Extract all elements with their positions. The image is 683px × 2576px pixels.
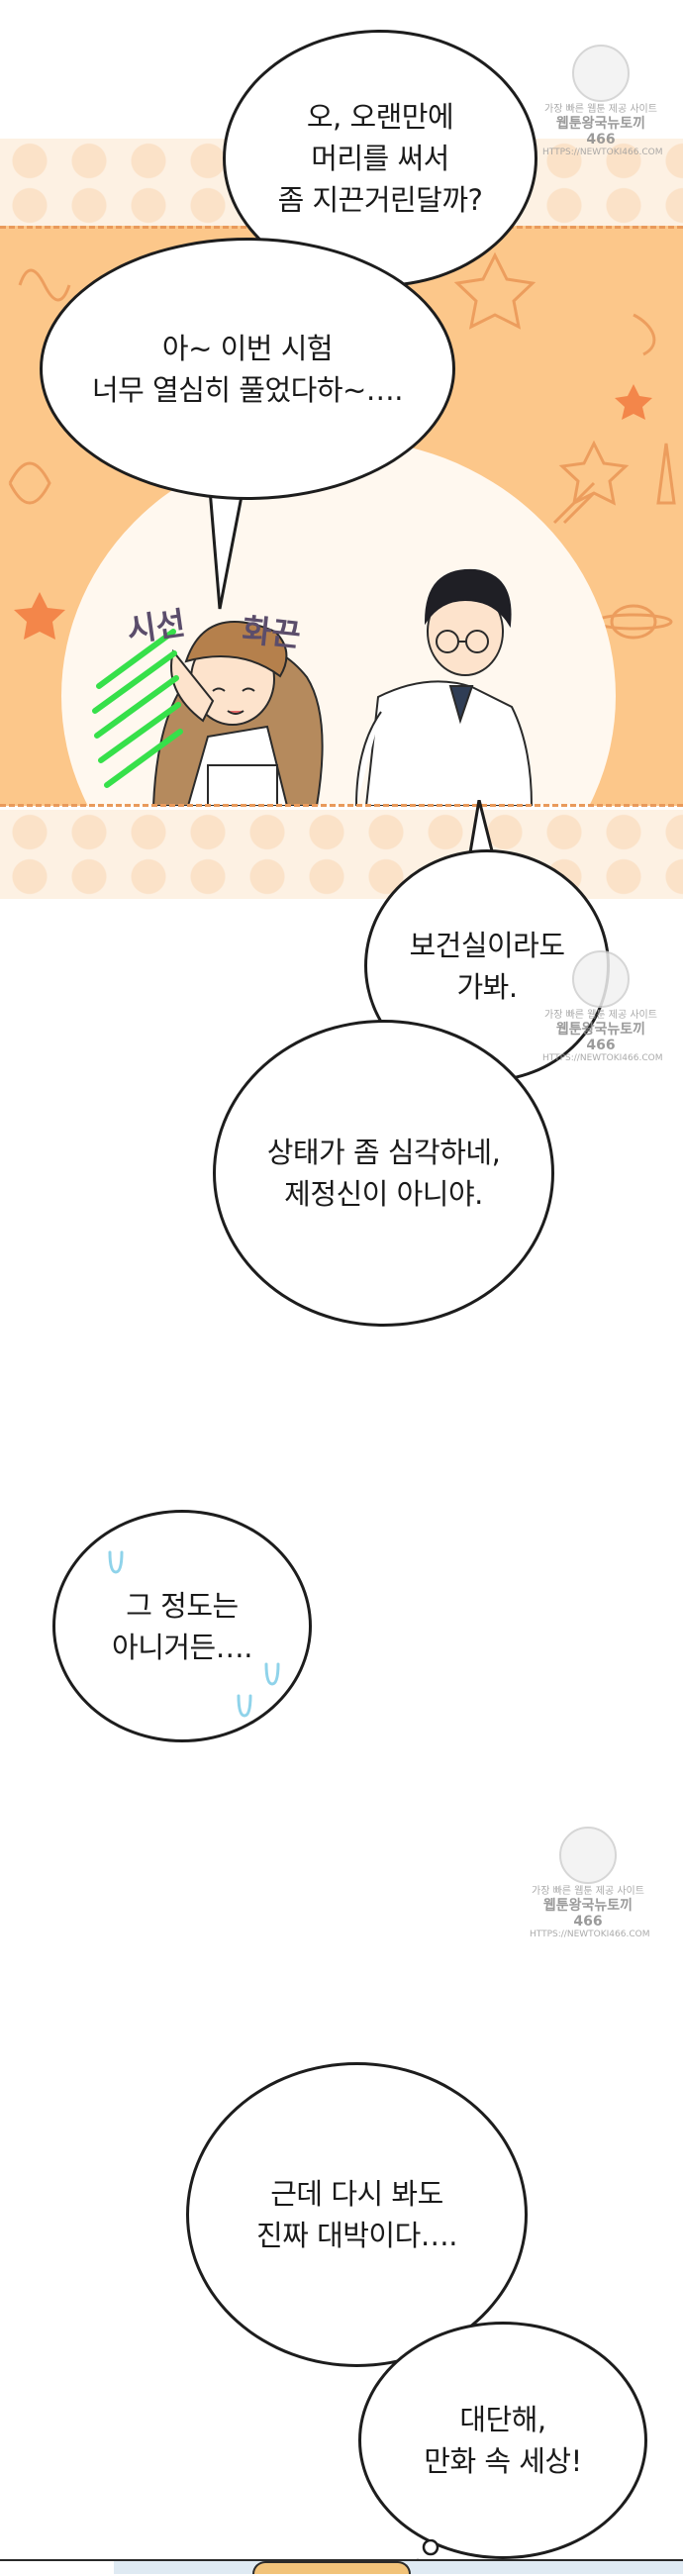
thought-bubble-2-text: 대단해, 만화 속 세상! bbox=[424, 2403, 582, 2478]
speech-bubble-4-text: 상태가 좀 심각하네, 제정신이 아니야. bbox=[266, 1136, 501, 1211]
thought-bubble-1: 근데 다시 봐도 진짜 대박이다…. bbox=[186, 2062, 528, 2367]
bottom-panel-hair bbox=[252, 2561, 411, 2574]
girl-character bbox=[151, 621, 324, 806]
watermark-2: 가장 빠른 웹툰 제공 사이트 웹툰왕국뉴토끼466 HTTPS://NEWTO… bbox=[542, 950, 663, 1064]
bottom-dot-band bbox=[0, 810, 683, 899]
watermark-1: 가장 빠른 웹툰 제공 사이트 웹툰왕국뉴토끼466 HTTPS://NEWTO… bbox=[542, 45, 663, 158]
watermark-2-line1: 가장 빠른 웹툰 제공 사이트 bbox=[544, 1010, 657, 1021]
sfx-lines bbox=[92, 629, 183, 788]
speech-bubble-2: 아~ 이번 시험 너무 열심히 풀었다하~…. bbox=[40, 238, 455, 500]
watermark-3: 가장 빠른 웹툰 제공 사이트 웹툰왕국뉴토끼466 HTTPS://NEWTO… bbox=[530, 1827, 650, 1940]
characters-illustration bbox=[92, 568, 534, 806]
speech-bubble-3-text: 보건실이라도 가봐. bbox=[409, 928, 565, 1004]
panel-bottom-border bbox=[0, 804, 683, 807]
watermark-1-line3: HTTPS://NEWTOKI466.COM bbox=[542, 148, 663, 157]
thought-bubble-2: 대단해, 만화 속 세상! bbox=[358, 2322, 647, 2559]
speech-bubble-1: 오, 오랜만에 머리를 써서 좀 지끈거린달까? bbox=[223, 30, 537, 287]
sfx-glance-text: 시선 bbox=[124, 604, 188, 649]
speech-bubble-5-text: 그 정도는 아니거든…. bbox=[112, 1588, 252, 1664]
speech-bubble-1-text: 오, 오랜만에 머리를 써서 좀 지끈거린달까? bbox=[277, 100, 483, 217]
watermark-2-line3: HTTPS://NEWTOKI466.COM bbox=[542, 1053, 663, 1063]
watermark-3-line1: 가장 빠른 웹툰 제공 사이트 bbox=[532, 1886, 644, 1897]
watermark-mascot-icon bbox=[572, 45, 630, 102]
watermark-3-line2: 웹툰왕국뉴토끼466 bbox=[542, 1898, 634, 1930]
watermark-2-line2: 웹툰왕국뉴토끼466 bbox=[555, 1022, 646, 1053]
watermark-mascot-icon bbox=[559, 1827, 617, 1884]
watermark-1-line1: 가장 빠른 웹툰 제공 사이트 bbox=[544, 104, 657, 115]
sweat-drop-icon-2 bbox=[264, 1662, 280, 1686]
watermark-3-line3: HTTPS://NEWTOKI466.COM bbox=[530, 1930, 650, 1939]
sweat-drop-icon-1 bbox=[108, 1550, 124, 1574]
sweat-drop-icon-3 bbox=[237, 1694, 252, 1718]
bubble-tail-1 bbox=[206, 465, 249, 610]
speech-bubble-4: 상태가 좀 심각하네, 제정신이 아니야. bbox=[213, 1020, 554, 1327]
watermark-1-line2: 웹툰왕국뉴토끼466 bbox=[555, 116, 646, 148]
watermark-mascot-icon bbox=[572, 950, 630, 1008]
thought-bubble-1-text: 근데 다시 봐도 진짜 대박이다…. bbox=[255, 2177, 458, 2252]
boy-character bbox=[355, 568, 534, 806]
speech-bubble-2-text: 아~ 이번 시험 너무 열심히 풀었다하~…. bbox=[91, 331, 404, 407]
speech-bubble-5: 그 정도는 아니거든…. bbox=[52, 1510, 312, 1742]
